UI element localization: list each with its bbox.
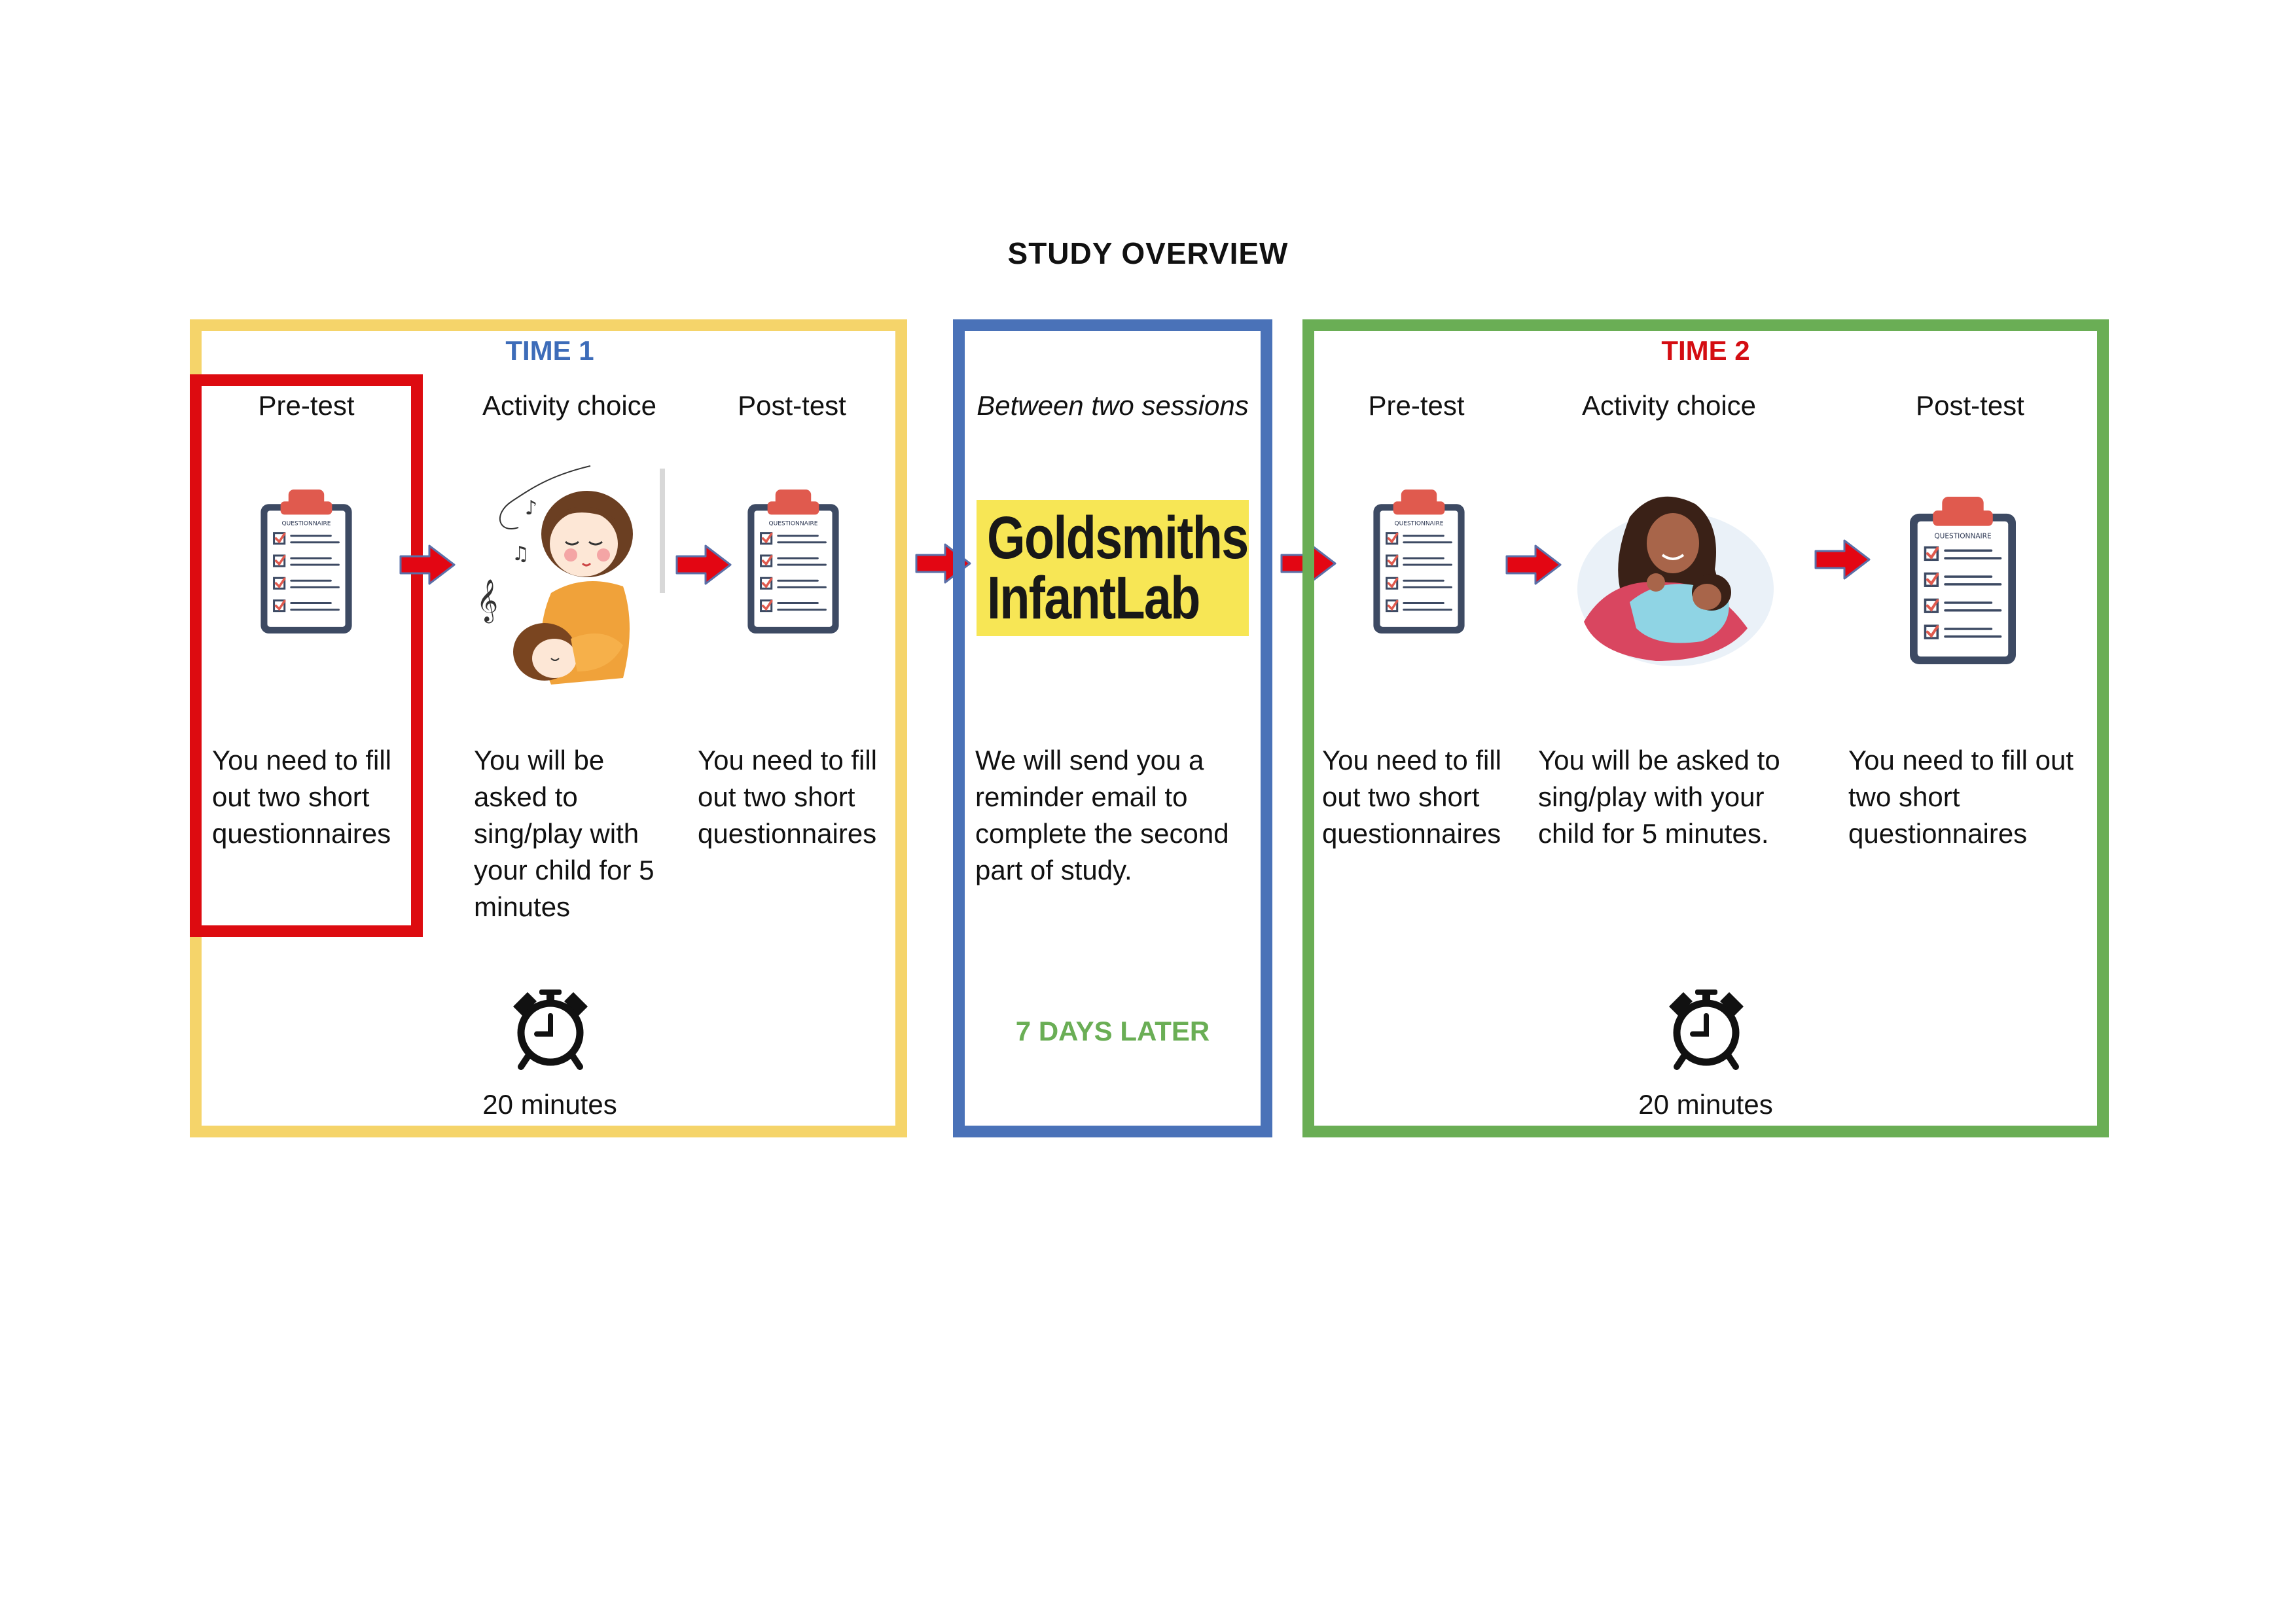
right-arrow-icon (1813, 537, 1872, 582)
time2-panel (1302, 319, 2109, 1137)
pretest-highlight-box (190, 374, 423, 937)
questionnaire-clipboard-icon (1369, 486, 1469, 637)
logo-line-1: Goldsmiths (987, 505, 1249, 571)
time1-heading: TIME 1 (505, 335, 594, 366)
time1-pretest-label: Pre-test (258, 390, 355, 421)
right-arrow-icon (398, 542, 457, 588)
time2-heading: TIME 2 (1661, 335, 1750, 366)
questionnaire-clipboard-icon (1902, 492, 2024, 669)
time2-activity-label: Activity choice (1581, 390, 1757, 421)
time2-pretest-label: Pre-test (1368, 390, 1465, 421)
mother-holding-baby-illustration (1577, 496, 1774, 666)
goldsmiths-infantlab-logo: Goldsmiths InfantLab (977, 500, 1249, 636)
between-description: We will send you a reminder email to com… (975, 745, 1229, 885)
alarm-clock-icon (508, 987, 593, 1072)
days-later-label: 7 DAYS LATER (1015, 1016, 1210, 1046)
time1-activity-description: You will be asked to sing/play with your… (474, 745, 655, 922)
right-arrow-icon (1504, 542, 1563, 588)
time1-posttest-description: You need to fill out two short questionn… (698, 745, 878, 849)
svg-text:♫: ♫ (512, 543, 529, 565)
svg-text:♪: ♪ (525, 497, 537, 520)
logo-line-2: InfantLab (987, 565, 1200, 632)
between-sessions-label: Between two sessions (977, 390, 1249, 421)
time1-posttest-label: Post-test (738, 390, 846, 421)
questionnaire-clipboard-icon (744, 486, 843, 637)
svg-text:𝄞: 𝄞 (476, 579, 498, 623)
questionnaire-clipboard-icon (257, 486, 356, 637)
page-title: STUDY OVERVIEW (1007, 236, 1289, 270)
time2-posttest-label: Post-test (1916, 390, 2024, 421)
alarm-clock-icon (1664, 987, 1749, 1072)
time1-duration: 20 minutes (482, 1089, 617, 1120)
time2-duration: 20 minutes (1638, 1089, 1773, 1120)
time2-posttest-description: You need to fill out two short questionn… (1848, 745, 2074, 849)
right-arrow-icon (674, 542, 733, 588)
mother-singing-to-child-illustration: ♪ ♫ 𝄞 (476, 465, 665, 685)
between-sessions-panel (953, 319, 1272, 1137)
time2-pretest-description: You need to fill out two short questionn… (1322, 745, 1502, 849)
time1-activity-label: Activity choice (482, 390, 657, 421)
time2-activity-description: You will be asked to sing/play with your… (1538, 745, 1780, 849)
time1-pretest-description: You need to fill out two short questionn… (212, 745, 392, 849)
